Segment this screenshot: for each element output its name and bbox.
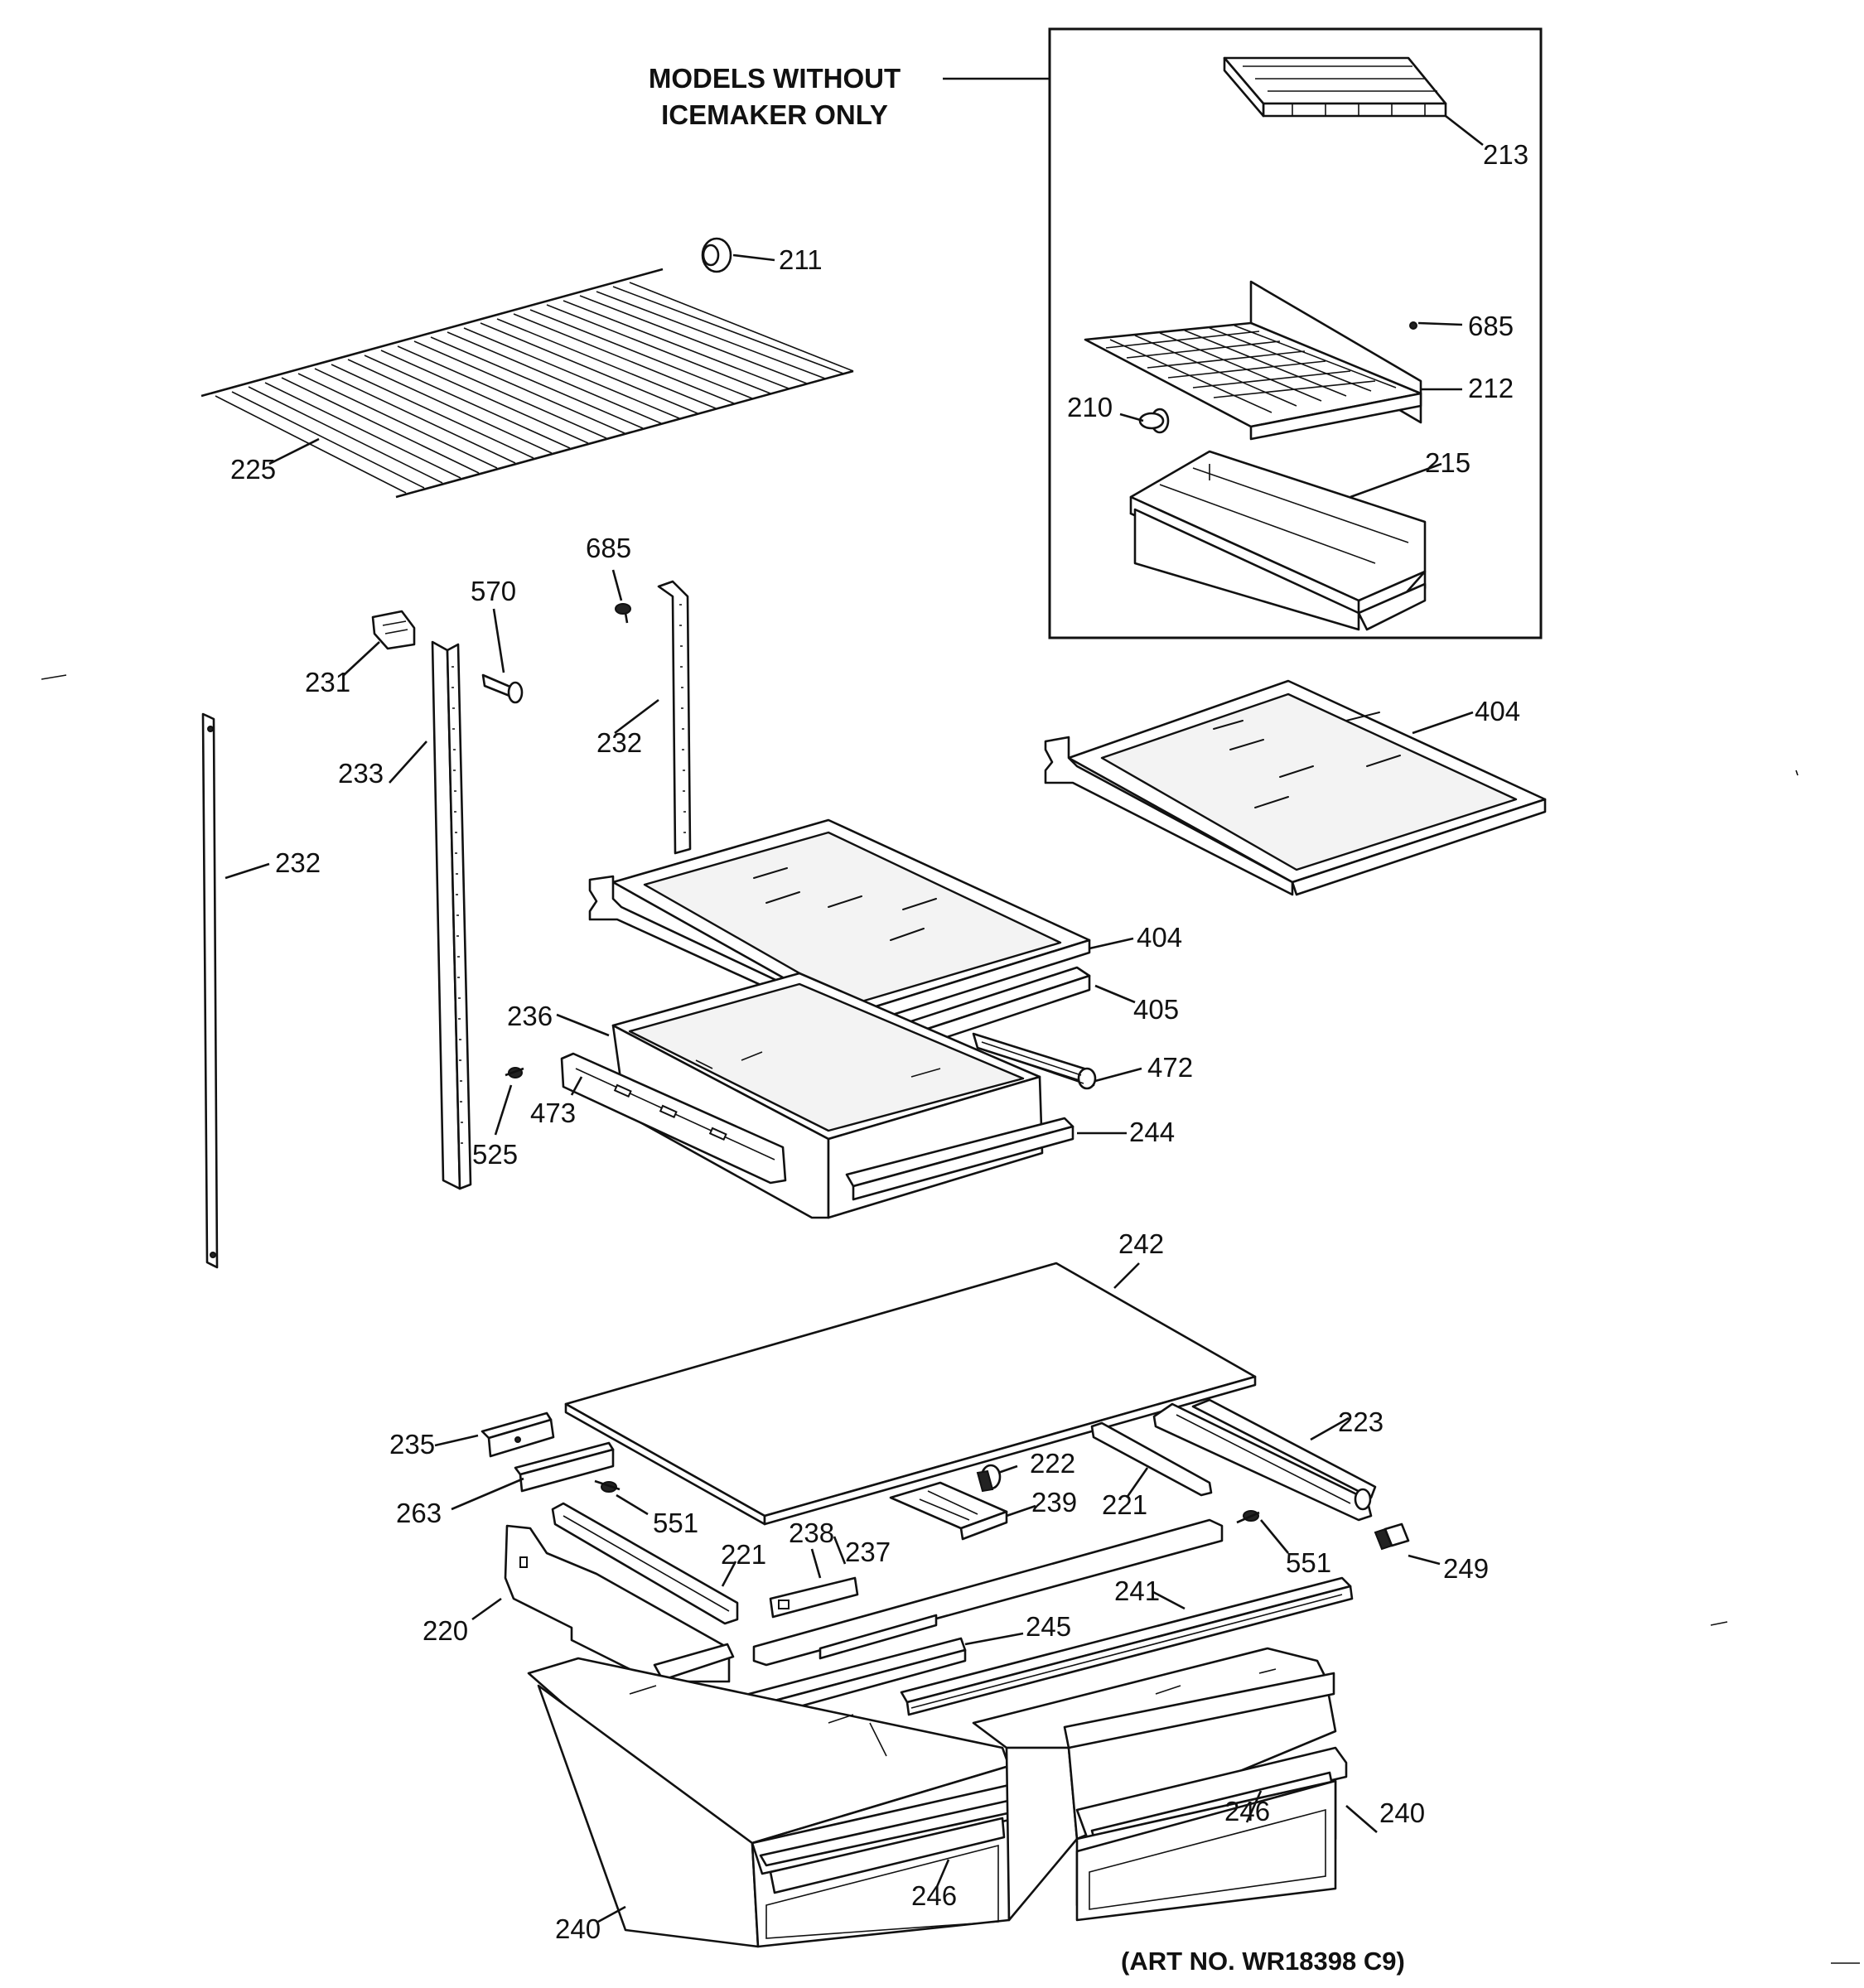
label-263: 263	[396, 1498, 442, 1528]
part-231-clip	[343, 610, 416, 676]
label-241: 241	[1114, 1575, 1160, 1606]
label-235: 235	[389, 1429, 435, 1460]
label-221-left: 221	[721, 1539, 766, 1570]
part-232-left-rail	[201, 712, 270, 1269]
inset-title-line1: MODELS WITHOUT	[649, 63, 901, 94]
label-570: 570	[471, 576, 516, 606]
label-685-inset: 685	[1468, 311, 1514, 341]
label-473: 473	[530, 1098, 576, 1128]
label-220: 220	[423, 1615, 468, 1646]
part-210-knob	[1119, 408, 1170, 434]
label-222: 222	[1030, 1448, 1075, 1479]
part-239-control-bracket	[889, 1481, 1036, 1541]
label-239: 239	[1031, 1487, 1077, 1518]
part-211-grommet	[701, 237, 775, 273]
part-263-cover-support	[451, 1441, 615, 1511]
label-232-left: 232	[275, 847, 321, 878]
label-210: 210	[1067, 392, 1113, 422]
label-551-right: 551	[1286, 1547, 1331, 1578]
part-221-rail-left	[551, 1502, 739, 1625]
part-246-drawer-handle-left	[934, 1859, 950, 1889]
part-212-ice-tray-support	[1084, 280, 1462, 441]
label-404-right: 404	[1475, 696, 1520, 726]
part-235-cover-support	[434, 1411, 555, 1458]
part-232-right-rail	[614, 580, 692, 855]
part-472-slide-rail	[972, 1032, 1142, 1090]
label-525: 525	[472, 1139, 518, 1170]
part-213-ice-tray	[1223, 56, 1484, 147]
part-685-screw-inset	[1409, 321, 1463, 330]
label-236: 236	[507, 1001, 553, 1031]
label-249: 249	[1443, 1553, 1489, 1584]
part-404-glass-shelf-right	[1044, 679, 1547, 896]
part-241-front-trim	[900, 1576, 1354, 1716]
icemaker-inset-box: MODELS WITHOUT ICEMAKER ONLY	[649, 27, 1543, 639]
label-242: 242	[1118, 1228, 1164, 1259]
label-246-left: 246	[911, 1880, 957, 1911]
part-238-label-plate	[769, 1548, 859, 1619]
label-225: 225	[230, 454, 276, 485]
part-221-rail-right	[1090, 1421, 1213, 1498]
part-labels: 213 211 685 212 210 215 225 685 570 231 …	[230, 139, 1528, 1944]
label-240-left: 240	[555, 1913, 601, 1944]
part-240-crisper-drawer-left	[527, 1657, 1025, 1948]
label-240-right: 240	[1379, 1797, 1425, 1828]
label-404-center: 404	[1137, 922, 1182, 953]
label-231: 231	[305, 667, 350, 697]
part-222-knob	[976, 1464, 1018, 1493]
part-551-screw-right	[1236, 1510, 1290, 1554]
art-number: (ART NO. WR18398 C9)	[1121, 1947, 1405, 1976]
label-245: 245	[1026, 1611, 1071, 1642]
part-246-drawer-handle-right	[1245, 1790, 1263, 1823]
part-237-control-panel	[752, 1518, 1224, 1667]
part-233-center-rail	[389, 640, 472, 1190]
label-223: 223	[1338, 1407, 1384, 1437]
part-685-screw	[611, 569, 631, 624]
part-473-slide-rail	[560, 1052, 787, 1185]
label-551-left: 551	[653, 1508, 698, 1538]
scan-marks	[41, 674, 1860, 1964]
label-405: 405	[1133, 994, 1179, 1025]
label-233: 233	[338, 758, 384, 789]
part-240-crisper-drawer-right	[972, 1647, 1378, 1922]
label-472: 472	[1147, 1052, 1193, 1083]
part-249-switch	[1374, 1522, 1441, 1566]
part-242-crisper-cover	[564, 1262, 1257, 1526]
part-570-screw	[481, 608, 524, 704]
part-551-screw-left	[594, 1479, 649, 1516]
label-221-right: 221	[1102, 1489, 1147, 1520]
part-223-side-rail-right	[1152, 1398, 1377, 1522]
inset-title-line2: ICEMAKER ONLY	[661, 99, 888, 130]
label-212: 212	[1468, 373, 1514, 403]
label-238: 238	[789, 1518, 834, 1548]
label-244: 244	[1129, 1117, 1175, 1147]
label-246-right: 246	[1224, 1796, 1270, 1826]
part-525-screw	[494, 1067, 524, 1136]
label-685: 685	[586, 533, 631, 563]
label-211: 211	[779, 244, 823, 275]
label-237: 237	[845, 1537, 891, 1567]
label-213: 213	[1483, 139, 1528, 170]
part-244-pan-handle	[845, 1117, 1127, 1201]
label-232-right: 232	[596, 727, 642, 758]
part-215-ice-bucket	[1129, 450, 1442, 631]
label-215: 215	[1425, 447, 1470, 478]
part-225-wire-shelf	[200, 268, 854, 499]
